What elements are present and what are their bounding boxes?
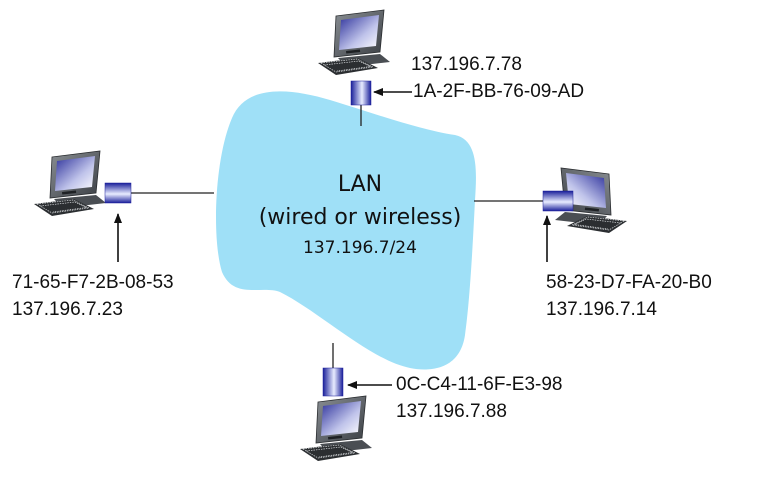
host-bottom-mac: 0C-C4-11-6F-E3-98 <box>396 374 563 395</box>
host-right-mac: 58-23-D7-FA-20-B0 <box>546 272 712 293</box>
lan-cloud <box>216 91 476 370</box>
host-top[interactable] <box>317 9 412 106</box>
host-left-ip: 137.196.7.23 <box>12 299 123 320</box>
lan-subtitle: (wired or wireless) <box>258 205 462 230</box>
host-left[interactable] <box>33 150 132 262</box>
host-top-mac: 1A-2F-BB-76-09-AD <box>413 81 585 102</box>
host-bottom[interactable] <box>299 367 392 462</box>
desktop-computer-icon <box>33 150 107 217</box>
network-adapter-icon <box>104 182 132 204</box>
lan-title: LAN <box>337 172 383 197</box>
network-adapter-icon <box>322 367 344 397</box>
host-bottom-ip: 137.196.7.88 <box>396 401 507 422</box>
network-adapter-icon <box>350 80 372 106</box>
host-left-mac: 71-65-F7-2B-08-53 <box>12 272 174 293</box>
host-right[interactable] <box>542 167 628 262</box>
lan-subnet: 137.196.7/24 <box>303 238 417 258</box>
desktop-computer-icon <box>317 9 391 76</box>
desktop-computer-icon <box>299 395 373 462</box>
host-top-ip: 137.196.7.78 <box>411 54 522 75</box>
host-right-ip: 137.196.7.14 <box>546 299 657 320</box>
network-adapter-icon <box>542 190 574 212</box>
